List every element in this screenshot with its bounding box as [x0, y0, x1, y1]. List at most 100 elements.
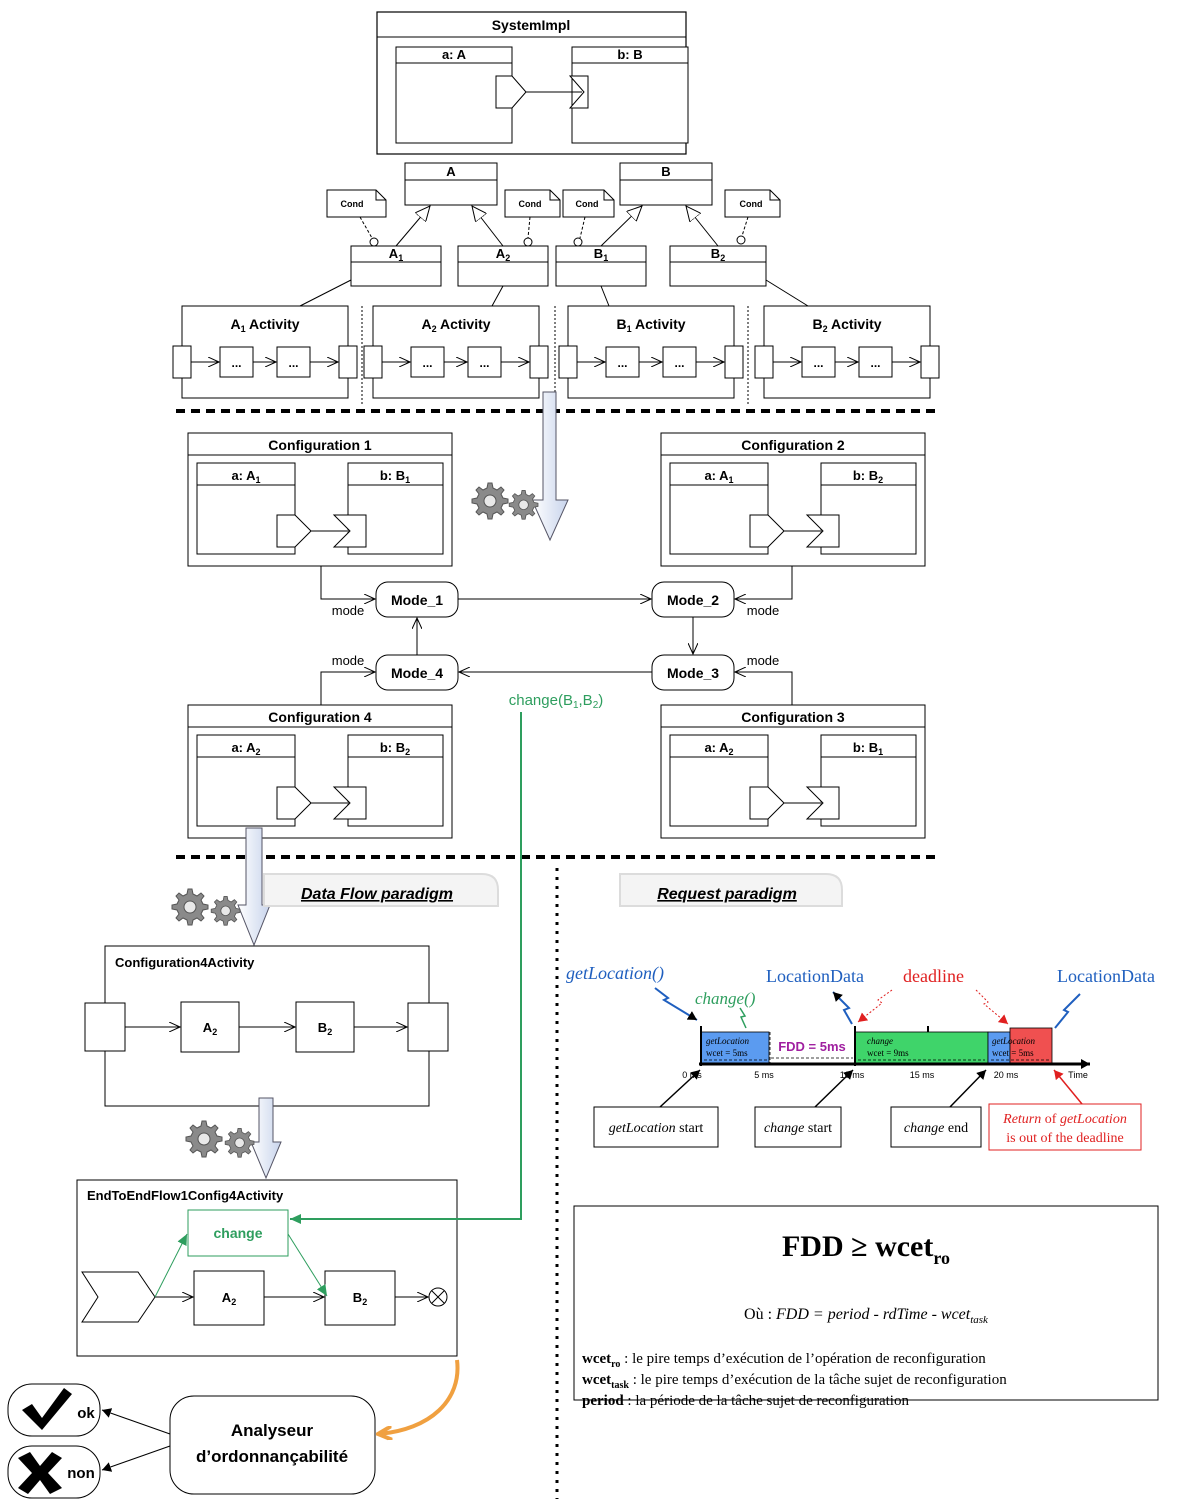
non-result: non: [7, 1445, 101, 1499]
analyzer-line1: Analyseur: [231, 1421, 314, 1440]
callout-change-end: [890, 1106, 982, 1148]
configuration-part-b: b: B1: [380, 468, 410, 485]
svg-text:mode: mode: [332, 653, 365, 668]
callout-getlocation-start: [593, 1106, 719, 1148]
svg-text:Cond: Cond: [519, 199, 542, 209]
action-node: [276, 346, 311, 378]
deadline-label: deadline: [903, 966, 964, 986]
activity-2: B1 Activity......: [558, 305, 744, 399]
config4-action-b2: B2: [318, 1020, 332, 1037]
analyzer-line2: d’ordonnançabilité: [196, 1447, 348, 1466]
action-ellipsis: ...: [674, 356, 684, 370]
change-block: [854, 1031, 989, 1065]
config4-activity-title: Configuration4Activity: [115, 955, 255, 970]
action-ellipsis: ...: [479, 356, 489, 370]
out-port-icon: [749, 786, 785, 820]
system-part-a: a: A: [442, 47, 467, 62]
activities-row: A1 Activity......A2 Activity......B1 Act…: [172, 305, 940, 399]
lightning-icon: [739, 1007, 747, 1029]
action-node: [662, 346, 697, 378]
in-port-icon: [332, 786, 367, 820]
svg-text:Time: Time: [1068, 1070, 1088, 1080]
in-port-icon: [805, 514, 840, 548]
activity-title: A1 Activity: [230, 316, 299, 334]
dataflow-paradigm-tab: Data Flow paradigm: [263, 873, 499, 907]
svg-text:wcet = 5ms: wcet = 5ms: [992, 1048, 1034, 1058]
getlocation-block-2b: [1009, 1027, 1053, 1065]
svg-text:getLocation start: getLocation start: [609, 1121, 704, 1136]
mode-4-label: Mode_4: [391, 665, 443, 681]
svg-text:15 ms: 15 ms: [910, 1070, 935, 1080]
svg-text:getLocation: getLocation: [992, 1036, 1035, 1046]
output-pin: [407, 1002, 449, 1052]
callout-change-start: [754, 1106, 842, 1148]
lightning-icon: [654, 987, 698, 1021]
in-port-icon: [805, 786, 840, 820]
gears-icon: [471, 482, 539, 520]
request-paradigm-tab: Request paradigm: [619, 873, 843, 907]
out-port-icon: [276, 514, 312, 548]
activity-title: B2 Activity: [812, 316, 881, 334]
svg-text:Cond: Cond: [341, 199, 364, 209]
activity-1: A2 Activity......: [363, 305, 549, 399]
svg-text:change end: change end: [904, 1121, 968, 1136]
class-a2: A2: [496, 246, 510, 263]
schedulability-analyzer: Analyseur d’ordonnançabilité: [101, 1395, 376, 1495]
action-ellipsis: ...: [870, 356, 880, 370]
svg-text:ok: ok: [77, 1405, 95, 1422]
action-ellipsis: ...: [813, 356, 823, 370]
class-a1: A1: [389, 246, 403, 263]
configuration-title: Configuration 2: [741, 437, 845, 453]
fdd-condition: FDD ≥ wcetro: [782, 1230, 950, 1268]
configuration-part-a: a: A2: [704, 740, 733, 757]
analysis-arrow: [378, 1359, 460, 1434]
transform-arrow-icon: [237, 827, 271, 947]
systemimpl-block: SystemImpl a: A b: B: [376, 11, 689, 155]
lightning-icon: [1054, 993, 1081, 1029]
check-icon: [22, 1388, 72, 1430]
def-wcet-ro: wcetro : le pire temps d’exécution de l’…: [582, 1351, 986, 1370]
cond-note: Cond: [724, 189, 781, 245]
formula-box: FDD ≥ wcetro Où : FDD = period - rdTime …: [573, 1205, 1159, 1409]
fdd-label: FDD = 5ms: [778, 1039, 846, 1054]
svg-text:Cond: Cond: [576, 199, 599, 209]
action-node: [410, 346, 445, 378]
output-pin: [724, 345, 744, 379]
e2e-action-b2: B2: [353, 1290, 367, 1307]
activity-title: B1 Activity: [616, 316, 685, 334]
mode-automaton: Mode_1 Mode_2 Mode_3 Mode_4 mode mode mo…: [320, 566, 793, 711]
action-node: [858, 346, 893, 378]
svg-text:mode: mode: [747, 653, 780, 668]
transform-arrow-icon: [250, 1097, 282, 1180]
cross-icon: [18, 1452, 62, 1494]
cond-note: Cond: [504, 189, 561, 247]
svg-text:Return of getLocation: Return of getLocation: [1002, 1112, 1127, 1127]
change-action-label: change: [213, 1225, 262, 1241]
activity-title: A2 Activity: [421, 316, 490, 334]
gears-icon: [185, 1120, 255, 1158]
svg-text:change: change: [867, 1036, 893, 1046]
out-port-icon: [495, 75, 527, 109]
fdd-definition: Où : FDD = period - rdTime - wcettask: [744, 1306, 989, 1326]
systemimpl-title: SystemImpl: [492, 17, 571, 33]
svg-text:5 ms: 5 ms: [754, 1070, 774, 1080]
accept-event-icon: [81, 1271, 156, 1323]
cond-note: Cond: [562, 189, 615, 247]
class-hierarchy: A B A1 A2 B1 B2 Cond: [299, 162, 809, 307]
configuration-part-b: b: B2: [853, 468, 883, 485]
svg-text:is out of the deadline: is out of the deadline: [1006, 1131, 1123, 1146]
configuration-part-b: b: B1: [853, 740, 883, 757]
out-port-icon: [749, 514, 785, 548]
getlocation-call-label: getLocation(): [566, 963, 664, 984]
class-b1: B1: [594, 246, 608, 263]
input-pin: [754, 345, 774, 379]
mode-2-label: Mode_2: [667, 592, 719, 608]
system-part-b: b: B: [617, 47, 642, 62]
action-ellipsis: ...: [422, 356, 432, 370]
gears-icon: [171, 888, 241, 926]
change-action: [187, 1209, 289, 1257]
e2e-activity: EndToEndFlow1Config4Activity change A2 B…: [76, 1179, 458, 1357]
